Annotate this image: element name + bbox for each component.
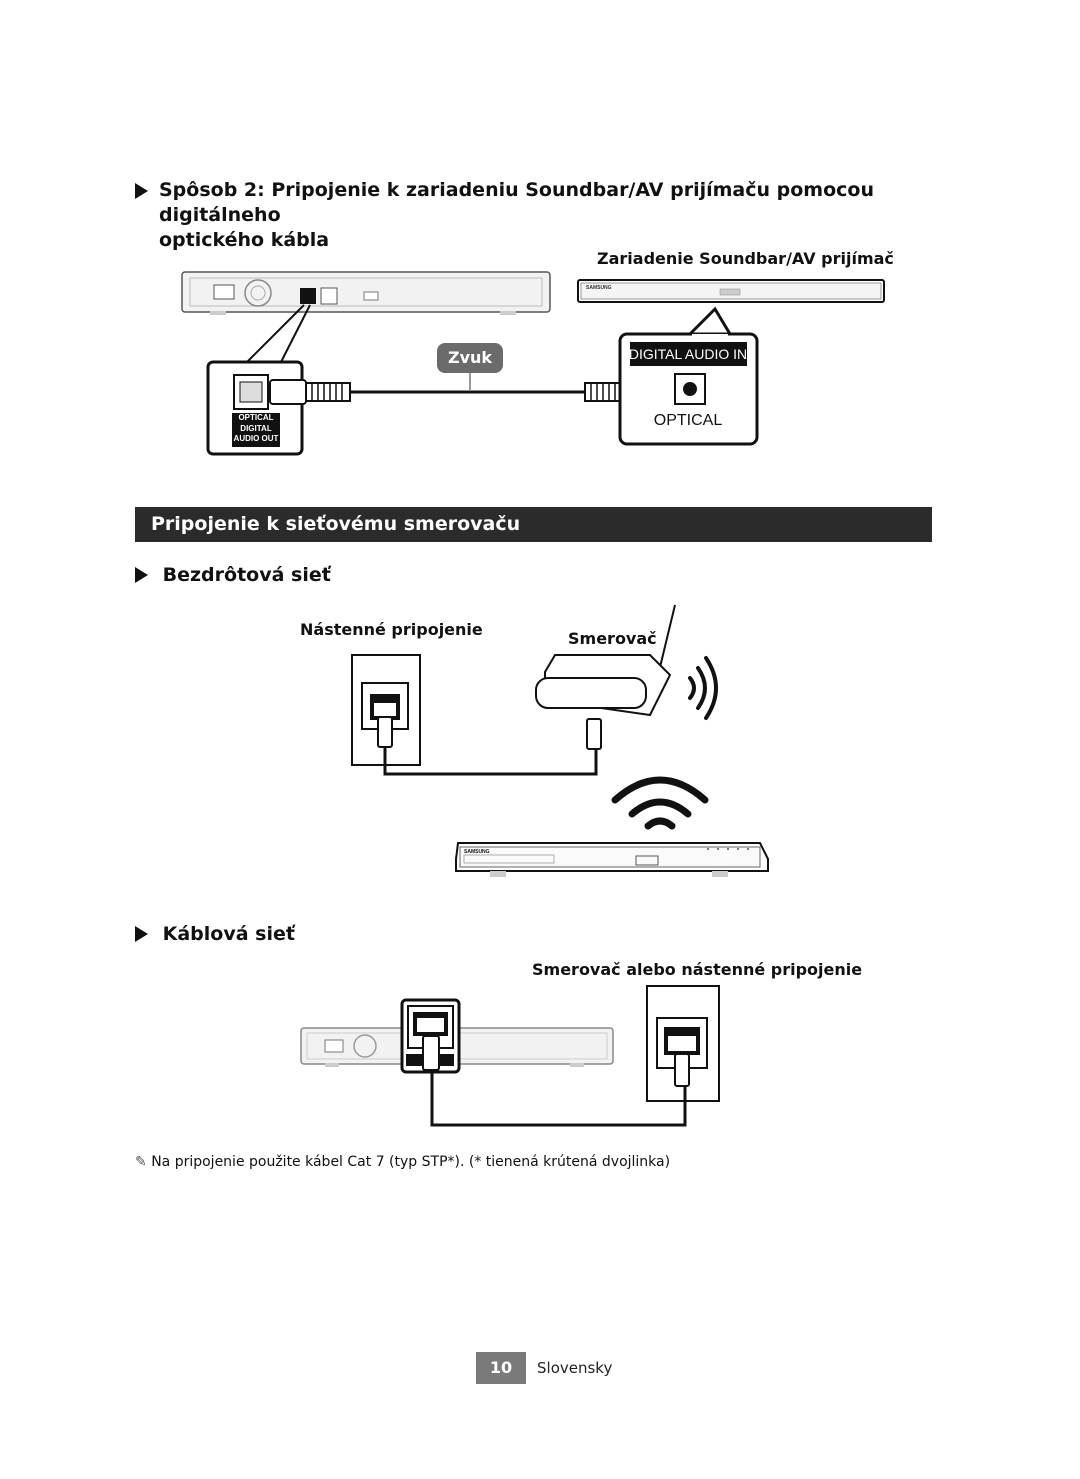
- optical-connection-diagram: OPTICAL DIGITAL AUDIO OUT SAMSUNG DIGITA…: [181, 271, 885, 456]
- ethernet-cable: [383, 747, 598, 776]
- method2-heading: Spôsob 2: Pripojenie k zariadeniu Soundb…: [135, 178, 935, 253]
- player-lan-port-callout: [400, 998, 461, 1074]
- network-section-title: Pripojenie k sieťovému smerovaču: [135, 507, 932, 542]
- wireless-heading: Bezdrôtová sieť: [135, 563, 331, 588]
- receiver-port-label-bottom: OPTICAL: [654, 412, 723, 429]
- wired-heading-text: Káblová sieť: [162, 923, 295, 945]
- method2-heading-line2: optického kábla: [159, 229, 330, 251]
- soundbar-brand: SAMSUNG: [586, 285, 612, 291]
- wall-socket: [351, 654, 421, 766]
- player-port-label-1: OPTICAL: [238, 413, 273, 422]
- cable-note-text: Na pripojenie použite kábel Cat 7 (typ S…: [151, 1154, 671, 1170]
- player-rear-panel: [181, 271, 551, 315]
- wall-socket: [646, 985, 720, 1102]
- soundbar: SAMSUNG: [577, 279, 885, 303]
- bullet-triangle-icon: [135, 926, 148, 942]
- page-number-badge: 10: [476, 1352, 526, 1384]
- player-optical-port-callout: OPTICAL DIGITAL AUDIO OUT: [206, 360, 304, 456]
- router: [535, 604, 676, 750]
- router-or-wall-label: Smerovač alebo nástenné pripojenie: [532, 960, 863, 979]
- wifi-icon: [611, 776, 709, 830]
- receiver-optical-port-callout: DIGITAL AUDIO IN OPTICAL: [618, 306, 759, 446]
- bluray-player-front: SAMSUNG: [455, 842, 769, 877]
- receiver-port-label-top: DIGITAL AUDIO IN: [629, 346, 747, 362]
- wireless-heading-text: Bezdrôtová sieť: [162, 564, 331, 586]
- bullet-triangle-icon: [135, 567, 148, 583]
- player-port-label-3: AUDIO OUT: [234, 434, 279, 443]
- player-port-label-2: DIGITAL: [240, 424, 272, 433]
- method2-heading-line1: Spôsob 2: Pripojenie k zariadeniu Soundb…: [159, 179, 874, 226]
- wireless-diagram: [351, 604, 718, 830]
- wired-diagram: [300, 985, 720, 1127]
- soundbar-device-label: Zariadenie Soundbar/AV prijímač: [597, 249, 894, 268]
- page-language: Slovensky: [537, 1359, 613, 1377]
- router-label: Smerovač: [568, 629, 657, 648]
- wired-heading: Káblová sieť: [135, 922, 295, 947]
- bullet-triangle-icon: [135, 183, 148, 199]
- router-wifi-waves-icon: [688, 656, 718, 720]
- player-brand: SAMSUNG: [464, 849, 490, 855]
- ethernet-cable: [430, 1070, 687, 1127]
- pencil-note-icon: ✎: [135, 1154, 147, 1170]
- audio-cable-badge: Zvuk: [437, 343, 503, 373]
- cable-note: ✎ Na pripojenie použite kábel Cat 7 (typ…: [135, 1154, 670, 1170]
- wall-socket-label: Nástenné pripojenie: [300, 620, 483, 639]
